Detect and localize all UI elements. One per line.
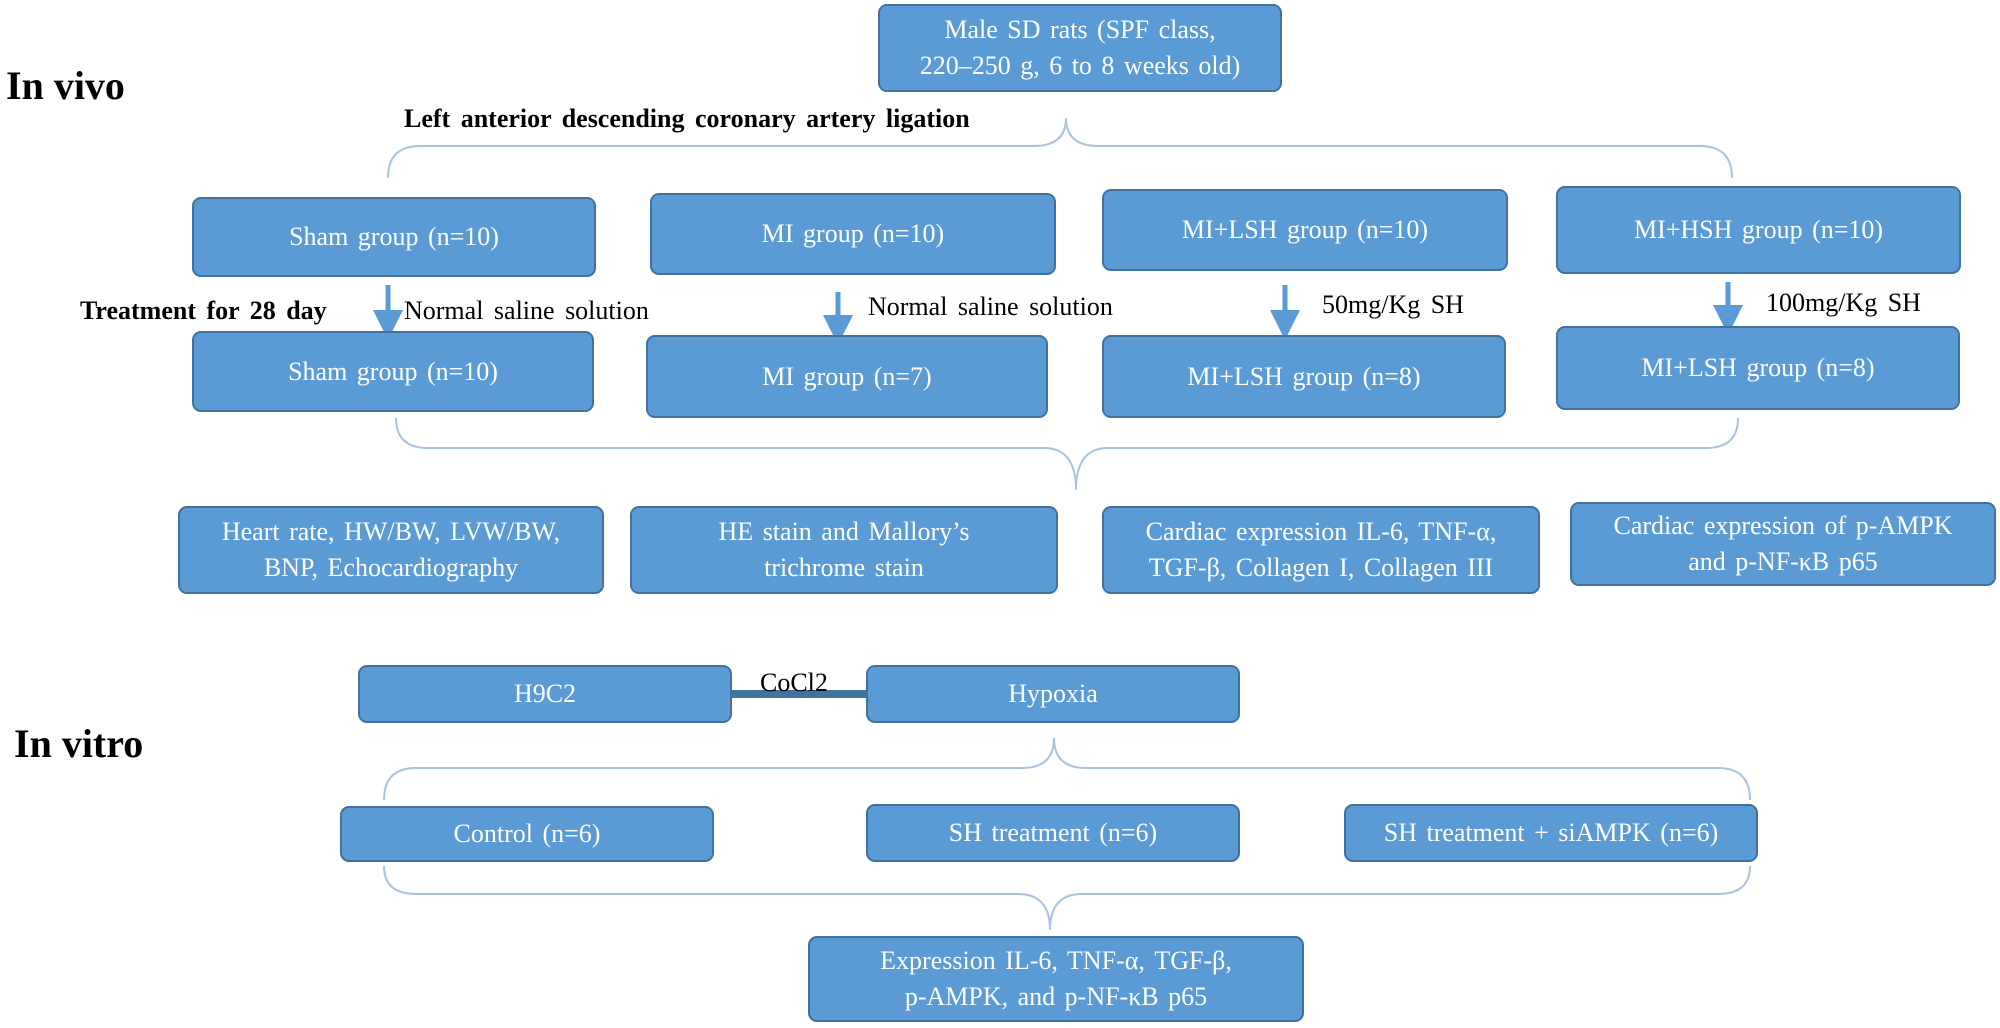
outcome-heart-rate: Heart rate, HW/BW, LVW/BW, BNP, Echocard… <box>178 506 604 594</box>
outcome-he-stain: HE stain and Mallory’s trichrome stain <box>630 506 1058 594</box>
invitro-outcome: Expression IL-6, TNF-α, TGF-β, p-AMPK, a… <box>808 936 1304 1022</box>
group-end-mi-hsh: MI+LSH group (n=8) <box>1556 326 1960 410</box>
hypoxia-box: Hypoxia <box>866 665 1240 723</box>
section-title-in-vivo: In vivo <box>6 63 125 108</box>
bracket-invitro-outcome <box>383 865 1751 931</box>
group-start-mi-hsh: MI+HSH group (n=10) <box>1556 186 1961 274</box>
invitro-group-sh-siampk: SH treatment + siAMPK (n=6) <box>1344 804 1758 862</box>
outcome-cardiac-ampk: Cardiac expression of p-AMPK and p-NF-κB… <box>1570 502 1996 586</box>
outcome-cardiac-cytokines: Cardiac expression IL-6, TNF-α, TGF-β, C… <box>1102 506 1540 594</box>
group-end-sham: Sham group (n=10) <box>192 331 594 412</box>
cocl2-label: CoCl2 <box>760 668 828 697</box>
bracket-groups-end <box>395 417 1739 491</box>
group-start-mi: MI group (n=10) <box>650 193 1056 275</box>
bracket-groups-start <box>387 117 1733 179</box>
source-box: Male SD rats (SPF class, 220–250 g, 6 to… <box>878 4 1282 92</box>
treatment-label-lsh: 50mg/Kg SH <box>1322 290 1464 319</box>
cell-line-box: H9C2 <box>358 665 732 723</box>
invitro-group-control: Control (n=6) <box>340 806 714 862</box>
group-end-mi: MI group (n=7) <box>646 335 1048 418</box>
treatment-label-hsh: 100mg/Kg SH <box>1766 288 1921 317</box>
group-start-sham: Sham group (n=10) <box>192 197 596 277</box>
section-title-in-vitro: In vitro <box>14 721 144 766</box>
procedure-label: Left anterior descending coronary artery… <box>404 104 970 133</box>
invitro-group-sh: SH treatment (n=6) <box>866 804 1240 862</box>
group-end-mi-lsh: MI+LSH group (n=8) <box>1102 335 1506 418</box>
bracket-invitro-groups <box>383 737 1751 801</box>
group-start-mi-lsh: MI+LSH group (n=10) <box>1102 189 1508 271</box>
treatment-label-sham: Normal saline solution <box>404 296 649 325</box>
treatment-duration-label: Treatment for 28 day <box>80 296 327 325</box>
treatment-label-mi: Normal saline solution <box>868 292 1113 321</box>
